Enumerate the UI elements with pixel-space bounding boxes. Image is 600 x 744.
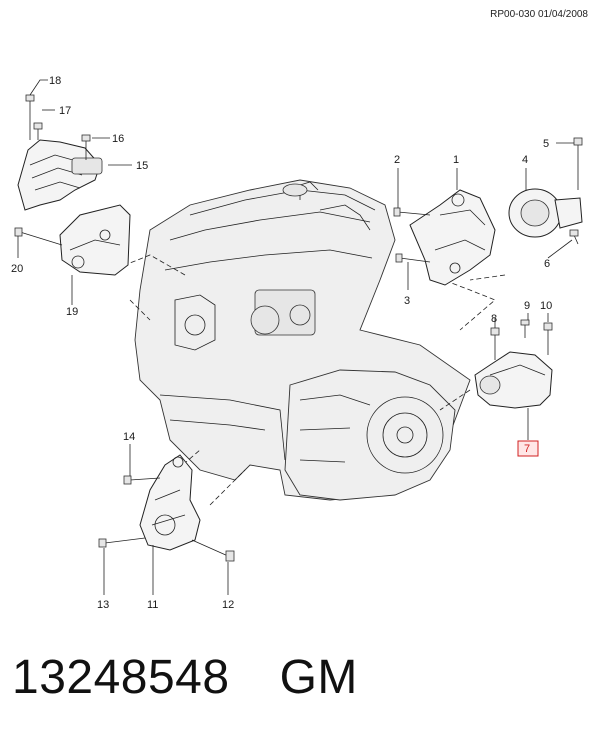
diagram-reference-code: RP00-030 01/04/2008 [490,9,588,20]
callout-16: 16 [112,133,124,145]
callout-15: 15 [136,160,148,172]
callout-5: 5 [543,138,549,150]
callout-3: 3 [404,295,410,307]
callout-7: 7 [524,443,530,455]
callout-13: 13 [97,599,109,611]
callout-4: 4 [522,154,528,166]
mount-upper-right [393,137,583,286]
callout-12: 12 [222,599,234,611]
callout-8: 8 [491,313,497,325]
part-number: 13248548 [12,651,230,704]
callout-10: 10 [540,300,552,312]
part-number-caption: 13248548 GM [12,650,358,705]
callout-7-highlight-box [517,440,539,457]
mount-lower [98,454,235,562]
callout-17: 17 [59,105,71,117]
callout-labels: 1 2 3 4 5 6 7 8 9 10 11 12 13 14 15 16 1… [11,75,552,611]
leader-dashes [124,254,506,506]
callout-6: 6 [544,258,550,270]
callout-11: 11 [147,599,158,611]
callout-2: 2 [394,154,400,166]
callout-leaders [17,79,574,595]
mount-upper-left [14,94,131,292]
callout-19: 19 [66,306,78,318]
callout-9: 9 [524,300,530,312]
mount-right [474,319,553,409]
callout-20: 20 [11,263,23,275]
callout-18: 18 [49,75,61,87]
engine-assembly [134,179,471,501]
callout-14: 14 [123,431,135,443]
brand-name: GM [279,651,358,704]
callout-1: 1 [453,154,459,166]
